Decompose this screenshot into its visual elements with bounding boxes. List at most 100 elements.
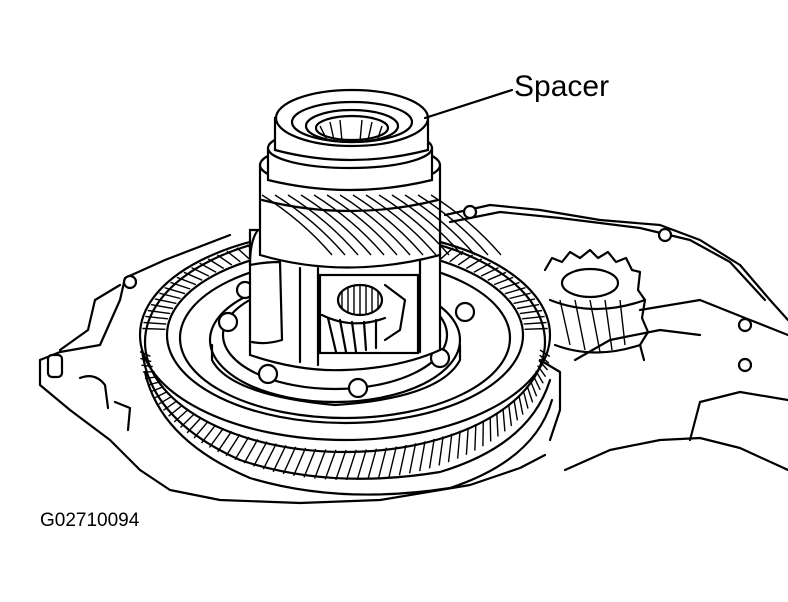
gear-tooth (324, 449, 337, 480)
gear-tooth (524, 327, 548, 330)
gear-tooth (529, 380, 538, 397)
helical-spline-line (300, 194, 372, 256)
gear-tooth (513, 298, 536, 305)
gear-tooth (526, 385, 534, 403)
gear-tooth (438, 436, 444, 466)
gear-tooth (539, 349, 551, 358)
gear-tooth (168, 404, 183, 417)
case-bolt (122, 274, 138, 290)
case-bolt (737, 317, 753, 333)
helical-spline-line (417, 194, 489, 256)
helical-spline-line (352, 194, 424, 256)
gear-tooth (147, 381, 161, 386)
helical-spline-line (287, 194, 359, 256)
gear-tooth (480, 266, 499, 277)
helical-spline-line (313, 194, 385, 256)
flange-bolt (347, 377, 369, 399)
gear-tooth (335, 449, 347, 481)
gear-tooth (145, 315, 168, 320)
gear-tooth (200, 424, 217, 444)
gear-tooth (292, 447, 307, 477)
gear-tooth (419, 441, 426, 472)
gear-tooth (143, 321, 167, 325)
gear-tooth (142, 327, 166, 330)
gear-tooth (522, 390, 529, 409)
spacer (266, 88, 434, 192)
helical-spline-line (274, 194, 346, 256)
gear-tooth (303, 448, 317, 478)
gear-tooth (216, 254, 233, 266)
helical-spline-line (326, 194, 398, 256)
gear-tooth (150, 386, 164, 393)
side-gear (336, 283, 384, 317)
gear-tooth (456, 430, 461, 459)
gear-tooth (499, 281, 520, 290)
gear-tooth (489, 416, 492, 442)
gear-tooth (518, 395, 524, 415)
case-bolt (737, 357, 753, 373)
gear-tooth (502, 408, 506, 432)
gear-tooth (523, 321, 547, 325)
gear-tooth (509, 292, 531, 300)
gear-tooth (150, 303, 174, 310)
case-bolt (462, 204, 478, 220)
gear-tooth (398, 444, 407, 476)
helical-spline-line (391, 194, 463, 256)
gear-tooth (538, 359, 549, 371)
gear-tooth (516, 303, 540, 310)
pinion-gear (543, 248, 650, 362)
gear-tooth (170, 281, 191, 290)
gear-tooth (474, 424, 477, 451)
gear-tooth (236, 247, 250, 260)
gear-tooth (208, 427, 224, 448)
flange-bolt (217, 311, 239, 333)
gear-tooth (158, 395, 173, 405)
gear-tooth (217, 430, 233, 453)
gear-tooth (367, 448, 378, 480)
gear-tooth (532, 375, 541, 391)
gear-tooth (508, 404, 513, 427)
gear-tooth (282, 446, 297, 475)
gear-tooth (199, 262, 217, 273)
helical-spline-line (404, 194, 476, 256)
gear-tooth (345, 449, 357, 481)
gear-tooth (539, 354, 550, 364)
gear-tooth (140, 357, 152, 363)
gear-tooth (428, 438, 435, 469)
gear-tooth (313, 449, 327, 479)
gear-tooth (493, 276, 514, 286)
gear-tooth (457, 254, 474, 266)
helical-spline-line (261, 194, 333, 256)
gear-tooth (139, 351, 151, 357)
pinion-mate-gear (320, 283, 407, 354)
spacer-leader-line (423, 88, 514, 120)
gear-tooth (141, 364, 153, 368)
gear-tooth (504, 287, 526, 295)
spacer-callout-label: Spacer (514, 70, 610, 103)
gear-tooth (377, 447, 388, 479)
gear-tooth (180, 413, 195, 428)
case-bolt (657, 227, 673, 243)
gear-tooth (473, 262, 491, 273)
gear-tooth (535, 370, 544, 384)
gear-tooth (449, 250, 464, 263)
gear-tooth (272, 444, 287, 473)
gear-tooth (154, 298, 177, 305)
case-pin (46, 353, 64, 379)
gear-tooth (147, 309, 171, 315)
gear-tooth (447, 433, 453, 463)
gear-tooth (388, 446, 397, 478)
figure-id: G02710094 (40, 510, 140, 531)
gear-tooth (207, 258, 225, 270)
flange-bolt (257, 363, 279, 385)
gear-tooth (465, 427, 469, 455)
gear-tooth (186, 417, 202, 434)
gear-tooth (262, 443, 277, 470)
gear-tooth (183, 271, 203, 281)
transaxle-case (38, 203, 788, 505)
gear-tooth (226, 250, 241, 263)
gear-tooth (537, 365, 547, 378)
gear-tooth (164, 287, 186, 295)
